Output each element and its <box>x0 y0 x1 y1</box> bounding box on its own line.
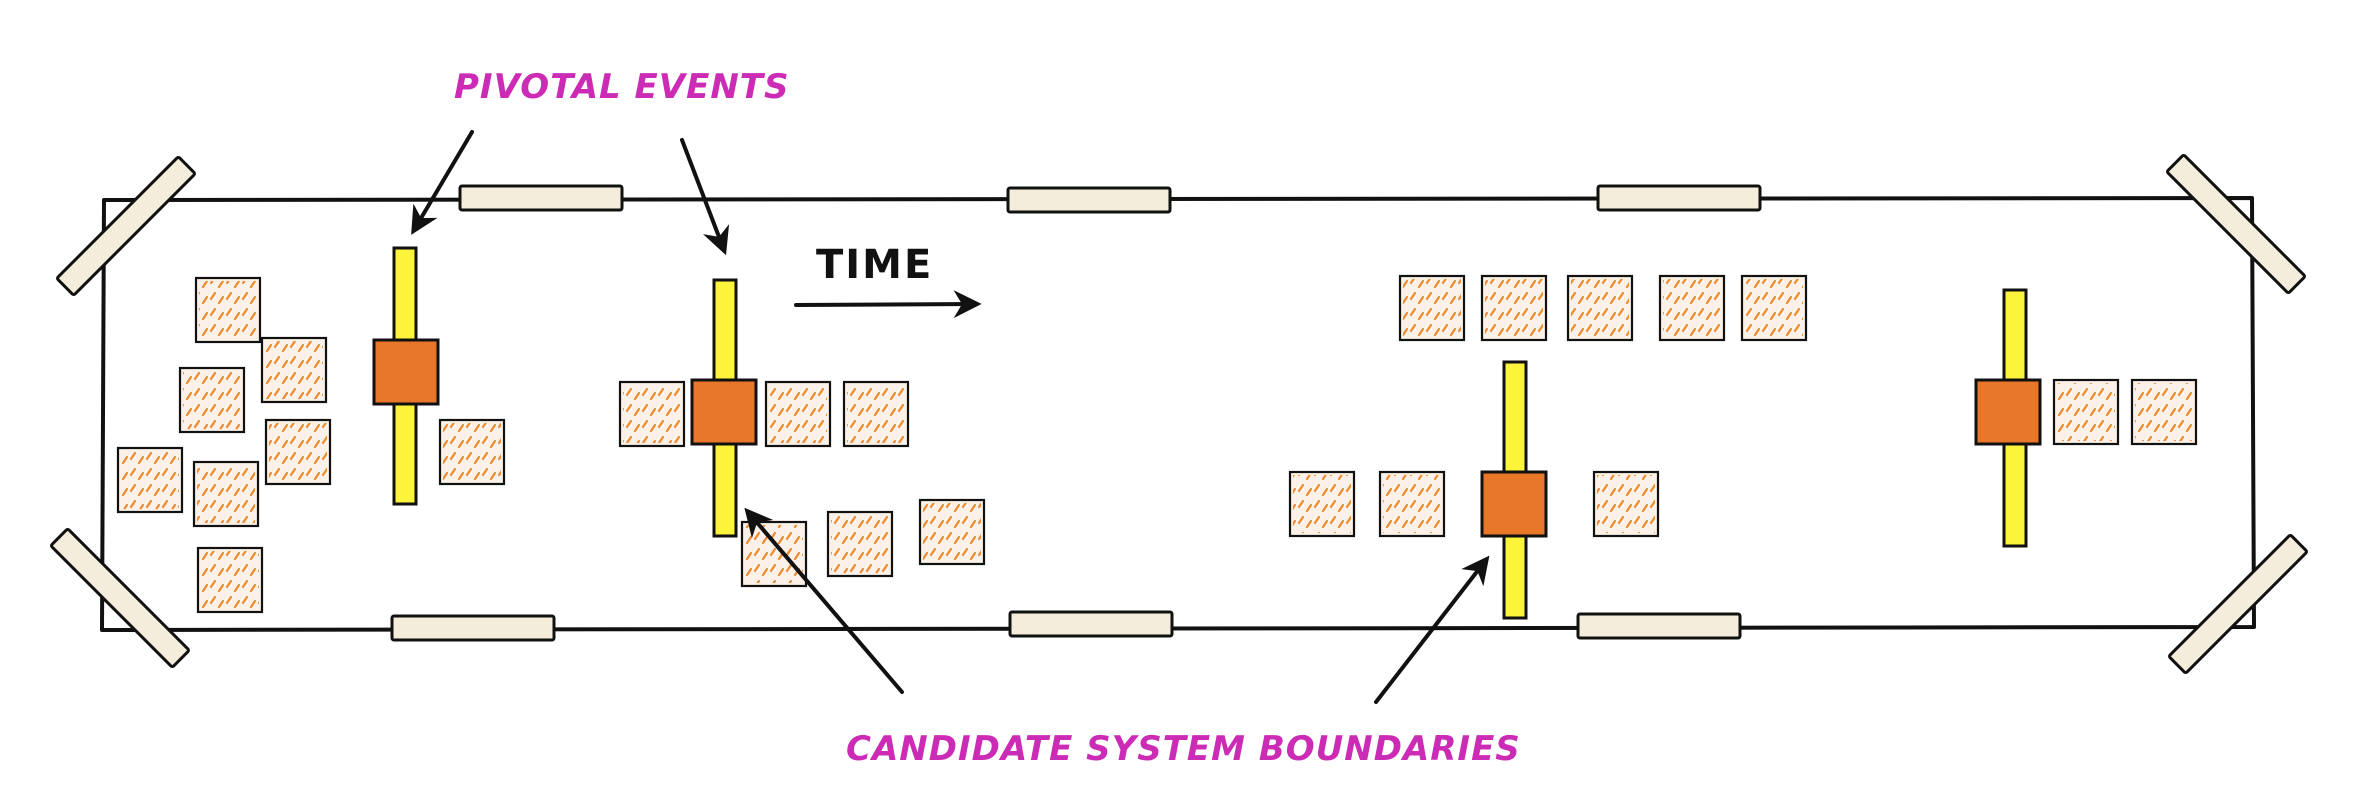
edge-tabs <box>390 184 1762 642</box>
sticky-note <box>1658 274 1726 342</box>
sticky-note <box>918 498 986 566</box>
label-pivotal-events: PIVOTAL EVENTS <box>454 67 789 107</box>
sticky-notes <box>116 274 2198 614</box>
sticky-note <box>194 276 262 344</box>
time-arrow <box>794 290 982 319</box>
sticky-note <box>196 546 264 614</box>
corner-tabs <box>50 154 2308 674</box>
arrows <box>411 130 1490 704</box>
sticky-note <box>438 418 506 486</box>
sticky-note <box>1398 274 1466 342</box>
edge-tab <box>1006 186 1172 214</box>
edge-tab <box>1596 184 1762 212</box>
sticky-note <box>1592 470 1660 538</box>
pivotal-event-marker <box>1480 360 1548 620</box>
label-time: TIME <box>816 242 933 288</box>
arrow-pivotal-2 <box>680 138 730 256</box>
sticky-note <box>2052 378 2120 446</box>
arrow-boundary-1 <box>744 507 904 694</box>
sticky-note <box>116 446 184 514</box>
edge-tab <box>390 614 556 642</box>
pivotal-events <box>372 246 2042 620</box>
sticky-note <box>842 380 910 448</box>
pivotal-event-marker <box>1974 288 2042 548</box>
edge-tab <box>458 184 624 212</box>
corner-tab <box>50 528 190 668</box>
pivotal-event-marker <box>690 278 758 538</box>
sticky-note <box>260 336 328 404</box>
corner-tab <box>2166 154 2306 294</box>
sticky-note <box>764 380 832 448</box>
sticky-note <box>264 418 332 486</box>
edge-tab <box>1576 612 1742 640</box>
pivotal-event-marker <box>372 246 440 506</box>
sticky-note <box>2130 378 2198 446</box>
sticky-note <box>618 380 686 448</box>
edge-tab <box>1008 610 1174 638</box>
sticky-note <box>826 510 894 578</box>
arrow-boundary-2 <box>1374 555 1490 704</box>
label-candidate-system-boundaries: CANDIDATE SYSTEM BOUNDARIES <box>846 729 1521 769</box>
arrow-pivotal-1 <box>411 130 474 235</box>
sticky-note <box>1740 274 1808 342</box>
sticky-note <box>1480 274 1548 342</box>
corner-tab <box>56 156 196 296</box>
sticky-note <box>192 460 260 528</box>
sticky-note <box>740 520 808 588</box>
sticky-note <box>1378 470 1446 538</box>
sticky-note <box>178 366 246 434</box>
corner-tab <box>2168 534 2308 674</box>
board-outline <box>100 196 2256 632</box>
sticky-note <box>1566 274 1634 342</box>
sticky-note <box>1288 470 1356 538</box>
